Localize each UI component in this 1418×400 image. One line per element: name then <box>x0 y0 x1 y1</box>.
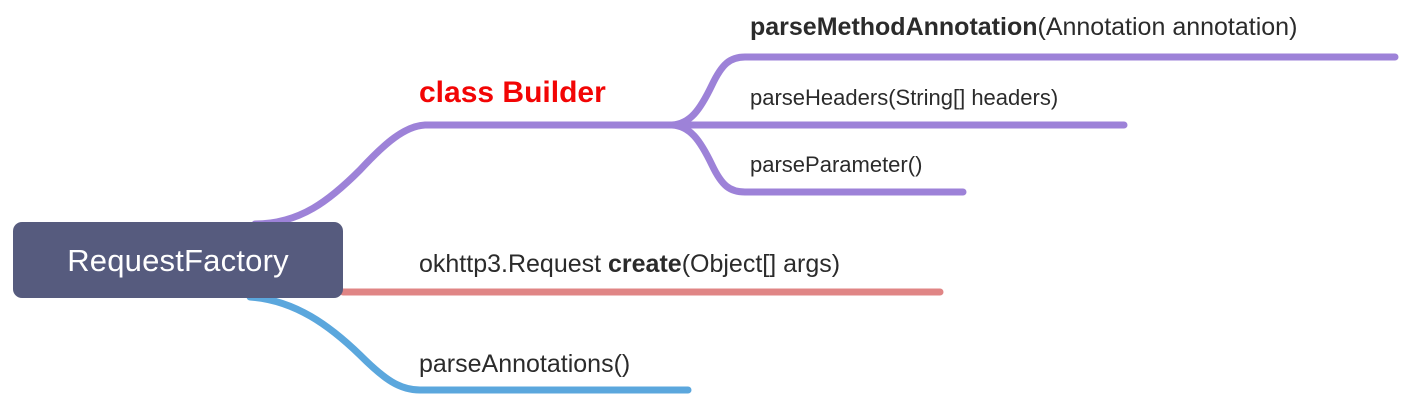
edge-builder-to-parse-method-annotation <box>668 53 1399 129</box>
parse-method-annotation-name: parseMethodAnnotation <box>750 13 1038 41</box>
parse-parameter-params: () <box>907 152 923 177</box>
label-create[interactable]: okhttp3.Request create(Object[] args) <box>419 252 840 277</box>
label-parse-annotations[interactable]: parseAnnotations() <box>419 352 630 377</box>
parse-headers-params: (String[] headers) <box>888 85 1059 110</box>
label-parse-method-annotation[interactable]: parseMethodAnnotation(Annotation annotat… <box>750 15 1297 40</box>
class-builder-text: class Builder <box>419 76 606 109</box>
label-parse-headers[interactable]: parseHeaders(String[] headers) <box>750 87 1058 109</box>
edge-builder-to-parse-parameter <box>668 121 967 196</box>
label-class-builder[interactable]: class Builder <box>419 78 606 108</box>
label-parse-parameter[interactable]: parseParameter() <box>750 154 922 176</box>
parse-method-annotation-params: (Annotation annotation) <box>1037 13 1298 41</box>
parse-headers-name: parseHeaders <box>750 85 889 110</box>
create-name: create <box>608 250 682 278</box>
parse-annotations-name: parseAnnotations <box>419 350 614 378</box>
edge-root-to-parse-annotations <box>246 293 692 394</box>
node-request-factory[interactable]: RequestFactory <box>13 222 343 298</box>
edge-root-to-builder <box>251 121 676 228</box>
parse-parameter-name: parseParameter <box>750 152 908 177</box>
node-request-factory-label: RequestFactory <box>67 242 289 278</box>
create-prefix: okhttp3.Request <box>419 250 609 278</box>
create-params: (Object[] args) <box>681 250 841 278</box>
parse-annotations-params: () <box>613 350 631 378</box>
